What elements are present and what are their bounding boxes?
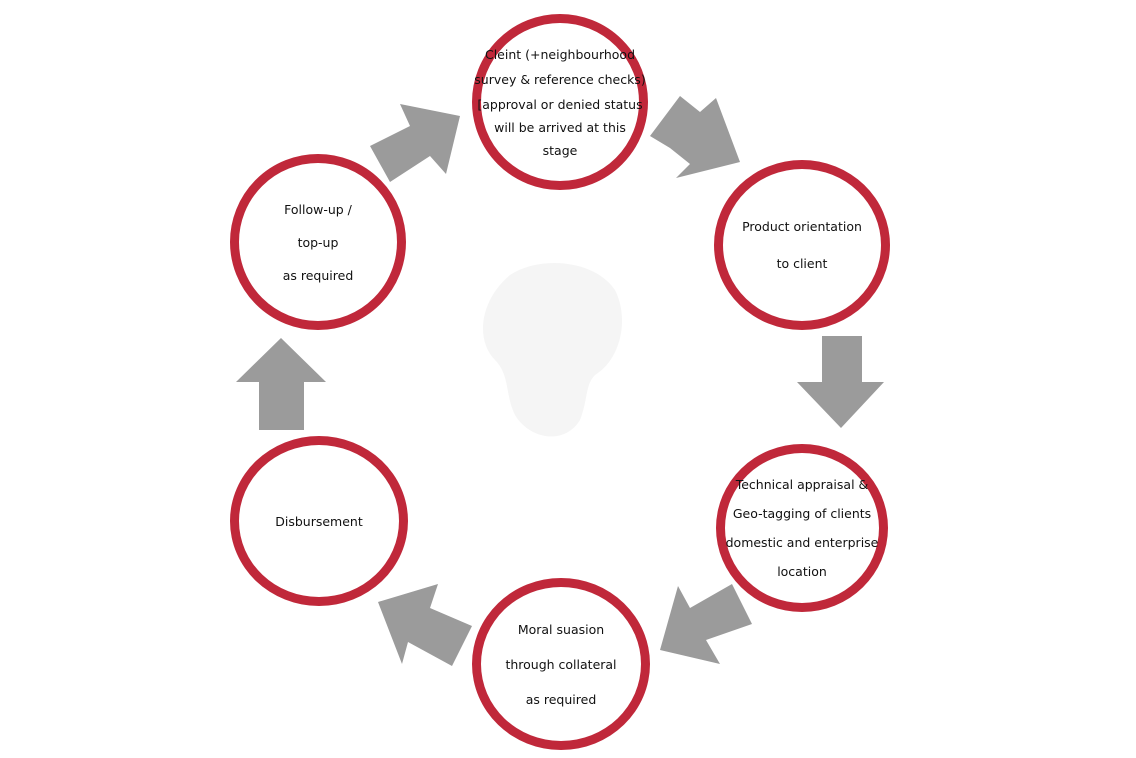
node-technical-line-2: Geo-tagging of clients — [732, 506, 872, 521]
node-moral-line-1: Moral suasion — [517, 621, 605, 637]
node-disbursement-line-1: Disbursement — [275, 513, 363, 529]
node-client-line-5: stage — [542, 142, 578, 158]
arrow-product-to-technical — [797, 336, 884, 428]
node-client-line-1: Cleint (+neighbourhood — [484, 46, 636, 62]
node-technical-line-3: domestic and enterprise — [725, 535, 879, 550]
node-moral-suasion: Moral suasion through collateral as requ… — [472, 578, 650, 750]
node-follow-up: Follow-up / top-up as required — [230, 154, 406, 330]
node-product-line-2: to client — [776, 256, 828, 271]
node-client-checks: Cleint (+neighbourhood survey & referenc… — [472, 14, 648, 190]
arrow-technical-to-moral — [660, 584, 752, 664]
arrow-disbursement-to-followup — [236, 338, 326, 430]
node-moral-line-2: through collateral — [505, 656, 617, 672]
node-product-line-1: Product orientation — [742, 219, 862, 234]
node-product-orientation: Product orientation to client — [714, 160, 890, 330]
node-client-line-4: will be arrived at this — [494, 119, 626, 135]
node-client-line-3: [approval or denied status — [477, 96, 643, 112]
node-client-line-2: survey & reference checks) — [474, 71, 646, 87]
node-technical-line-4: location — [777, 564, 827, 579]
node-followup-line-3: as required — [282, 267, 354, 283]
node-moral-line-3: as required — [525, 691, 597, 707]
arrow-client-to-product — [650, 96, 740, 178]
arrow-followup-to-client — [370, 104, 460, 182]
node-technical-line-1: Technical appraisal & — [735, 477, 869, 492]
node-disbursement: Disbursement — [230, 436, 408, 606]
arrow-moral-to-disbursement — [378, 584, 472, 666]
node-followup-line-1: Follow-up / — [284, 201, 352, 217]
center-decorative-shape — [483, 263, 623, 437]
node-followup-line-2: top-up — [297, 234, 339, 250]
node-technical-appraisal: Technical appraisal & Geo-tagging of cli… — [716, 444, 888, 612]
